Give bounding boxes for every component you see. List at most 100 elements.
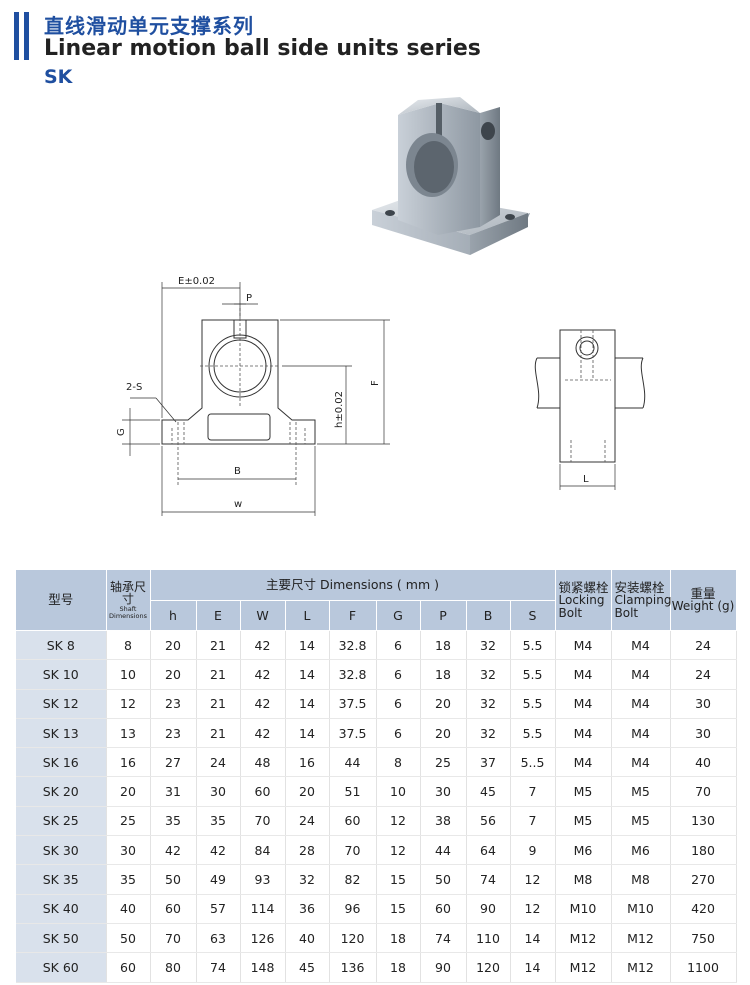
table-cell: 20 bbox=[420, 718, 467, 749]
table-cell: 64 bbox=[466, 835, 511, 866]
col-dim-b: B bbox=[466, 600, 511, 631]
table-cell: 36 bbox=[285, 894, 330, 924]
col-clamping-bolt: 安装螺栓 Clamping Bolt bbox=[611, 570, 671, 631]
table-cell: M12 bbox=[611, 923, 671, 954]
table-cell: M8 bbox=[555, 864, 612, 895]
table-cell: M12 bbox=[611, 952, 671, 983]
label-g: G bbox=[116, 428, 127, 436]
table-cell: 40 bbox=[106, 894, 151, 924]
col-dim-f: F bbox=[329, 600, 377, 631]
table-cell: 50 bbox=[420, 864, 467, 895]
col-dim-e: E bbox=[196, 600, 241, 631]
table-cell: 7 bbox=[510, 776, 556, 807]
table-cell: 40 bbox=[670, 747, 737, 778]
table-cell: 20 bbox=[150, 659, 197, 690]
col-dim-g: G bbox=[376, 600, 421, 631]
table-cell: 70 bbox=[240, 806, 286, 837]
table-cell: M4 bbox=[611, 689, 671, 719]
label-e: E±0.02 bbox=[178, 276, 215, 287]
table-cell: 6 bbox=[376, 718, 421, 749]
table-cell: SK 30 bbox=[16, 835, 107, 866]
table-cell: 16 bbox=[285, 747, 330, 778]
table-cell: 21 bbox=[196, 718, 241, 749]
table-cell: M4 bbox=[555, 630, 612, 661]
table-cell: 44 bbox=[329, 747, 377, 778]
table-cell: 14 bbox=[285, 630, 330, 661]
table-cell: 60 bbox=[420, 894, 467, 924]
title-english: Linear motion ball side units series bbox=[44, 36, 481, 61]
table-cell: 8 bbox=[106, 630, 151, 661]
table-cell: SK 20 bbox=[16, 776, 107, 807]
table-cell: 32.8 bbox=[329, 630, 377, 661]
table-cell: 60 bbox=[329, 806, 377, 837]
col-dim-h: h bbox=[150, 600, 197, 631]
table-cell: 6 bbox=[376, 659, 421, 690]
table-cell: 5.5 bbox=[510, 630, 556, 661]
table-cell: 21 bbox=[196, 659, 241, 690]
table-cell: 45 bbox=[285, 952, 330, 983]
table-cell: 114 bbox=[240, 894, 286, 924]
table-cell: M4 bbox=[555, 659, 612, 690]
table-cell: 28 bbox=[285, 835, 330, 866]
table-cell: M5 bbox=[611, 776, 671, 807]
table-cell: 37.5 bbox=[329, 718, 377, 749]
table-cell: 32.8 bbox=[329, 659, 377, 690]
table-cell: 32 bbox=[466, 630, 511, 661]
col-shaft: 轴承尺寸 Shaft Dimensions bbox=[106, 570, 151, 631]
col-weight-cn: 重量 bbox=[690, 586, 716, 602]
table-cell: M12 bbox=[555, 952, 612, 983]
table-cell: 270 bbox=[670, 864, 737, 895]
col-dim-w: W bbox=[240, 600, 286, 631]
table-cell: 50 bbox=[150, 864, 197, 895]
table-cell: 21 bbox=[196, 689, 241, 719]
table-cell: SK 35 bbox=[16, 864, 107, 895]
label-s: 2-S bbox=[126, 382, 142, 393]
table-cell: 60 bbox=[106, 952, 151, 983]
table-cell: M12 bbox=[555, 923, 612, 954]
table-cell: 420 bbox=[670, 894, 737, 924]
table-cell: M4 bbox=[555, 747, 612, 778]
table-cell: 180 bbox=[670, 835, 737, 866]
table-cell: 18 bbox=[420, 659, 467, 690]
label-f: F bbox=[370, 380, 381, 386]
table-cell: 10 bbox=[106, 659, 151, 690]
table-cell: M10 bbox=[611, 894, 671, 924]
table-cell: 6 bbox=[376, 630, 421, 661]
table-cell: M10 bbox=[555, 894, 612, 924]
col-weight-en: Weight (g) bbox=[671, 599, 735, 614]
table-cell: 42 bbox=[240, 689, 286, 719]
table-cell: 10 bbox=[376, 776, 421, 807]
table-cell: 24 bbox=[196, 747, 241, 778]
table-cell: 32 bbox=[285, 864, 330, 895]
table-cell: 60 bbox=[150, 894, 197, 924]
table-cell: 70 bbox=[329, 835, 377, 866]
col-main-dims: 主要尺寸 Dimensions ( mm ) bbox=[150, 570, 556, 601]
table-cell: 12 bbox=[106, 689, 151, 719]
table-cell: 80 bbox=[150, 952, 197, 983]
table-cell: 110 bbox=[466, 923, 511, 954]
col-locking-cn: 锁紧螺栓 bbox=[558, 579, 609, 595]
table-cell: 30 bbox=[420, 776, 467, 807]
table-cell: 60 bbox=[240, 776, 286, 807]
table-cell: SK 50 bbox=[16, 923, 107, 954]
table-cell: 18 bbox=[376, 952, 421, 983]
label-h: h±0.02 bbox=[334, 391, 345, 428]
table-cell: 30 bbox=[670, 689, 737, 719]
table-cell: 30 bbox=[670, 718, 737, 749]
side-view-drawing: L bbox=[534, 329, 646, 490]
product-photo bbox=[372, 97, 530, 255]
table-cell: 13 bbox=[106, 718, 151, 749]
table-cell: M5 bbox=[555, 776, 612, 807]
col-dim-s: S bbox=[510, 600, 556, 631]
table-cell: 12 bbox=[510, 864, 556, 895]
table-cell: 12 bbox=[376, 806, 421, 837]
table-cell: 24 bbox=[285, 806, 330, 837]
table-cell: 56 bbox=[466, 806, 511, 837]
table-cell: 42 bbox=[150, 835, 197, 866]
table-cell: 5..5 bbox=[510, 747, 556, 778]
table-cell: 24 bbox=[670, 630, 737, 661]
